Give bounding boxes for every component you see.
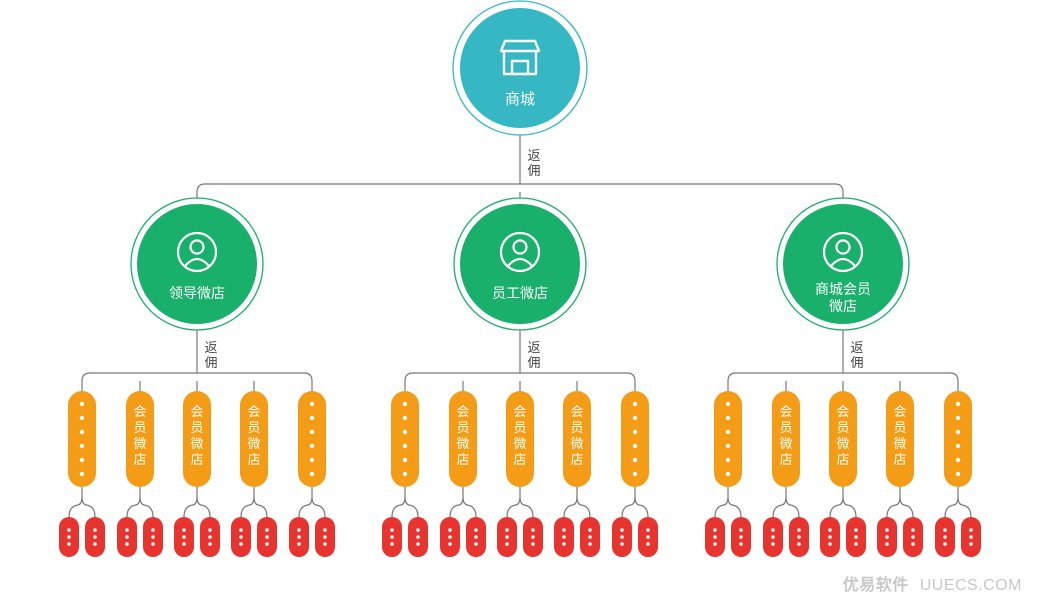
member-shop-label: 会员微店 <box>190 405 203 468</box>
ellipsis-dots <box>93 528 97 546</box>
member-shop-label: 会员微店 <box>779 405 792 468</box>
member-shop-label: 会员微店 <box>893 405 906 468</box>
leaf-branch <box>944 496 972 518</box>
ellipsis-dots <box>797 528 801 546</box>
ellipsis-dots <box>208 528 212 546</box>
ellipsis-dots <box>588 528 592 546</box>
ellipsis-dots <box>771 528 775 546</box>
ellipsis-dots <box>620 528 624 546</box>
ellipsis-dots <box>474 528 478 546</box>
ellipsis-dots <box>713 528 717 546</box>
member-shop-node <box>772 391 800 487</box>
ellipsis-dots <box>911 528 915 546</box>
leaf-branch <box>68 496 96 518</box>
ellipsis-dots <box>265 528 269 546</box>
ellipsis-dots <box>828 528 832 546</box>
ellipsis-dots <box>448 528 452 546</box>
ellipsis-dots <box>955 401 961 477</box>
ellipsis-dots <box>646 528 650 546</box>
store-icon <box>499 39 541 76</box>
member-shop-node <box>449 391 477 487</box>
member-shop-label: 会员微店 <box>513 405 526 468</box>
commission-label-root: 返佣 <box>527 149 540 179</box>
ellipsis-dots <box>151 528 155 546</box>
ellipsis-dots <box>854 528 858 546</box>
member-shop-node <box>68 391 96 487</box>
leaf-branch <box>506 496 534 518</box>
shop-node <box>783 204 903 324</box>
leaf-branch <box>563 496 591 518</box>
leaf-branch <box>886 496 914 518</box>
leaf-branch <box>772 496 800 518</box>
watermark-domain: UUECS.COM <box>919 577 1022 594</box>
root-label: 商城 <box>505 90 535 108</box>
member-shop-label: 会员微店 <box>247 405 260 468</box>
ellipsis-dots <box>739 528 743 546</box>
leaf-branch <box>829 496 857 518</box>
shop-label: 员工微店 <box>492 286 548 302</box>
ellipsis-dots <box>969 528 973 546</box>
leaf-branch <box>621 496 649 518</box>
shop-label: 商城会员微店 <box>815 282 871 315</box>
watermark: 优易软件 UUECS.COM <box>843 571 1022 595</box>
ellipsis-dots <box>632 401 638 477</box>
commission-label: 返佣 <box>204 341 217 371</box>
leaf-branch <box>391 496 419 518</box>
root-node <box>460 8 580 128</box>
member-shop-node <box>563 391 591 487</box>
user-icon <box>822 231 864 273</box>
user-icon <box>499 231 541 273</box>
ellipsis-dots <box>297 528 301 546</box>
member-shop-node <box>944 391 972 487</box>
shop-label: 领导微店 <box>169 286 225 302</box>
member-shop-node <box>126 391 154 487</box>
ellipsis-dots <box>323 528 327 546</box>
commission-label: 返佣 <box>850 341 863 371</box>
level2-branch <box>404 372 636 382</box>
ellipsis-dots <box>943 528 947 546</box>
ellipsis-dots <box>309 401 315 477</box>
leaf-branch <box>714 496 742 518</box>
member-shop-node <box>886 391 914 487</box>
commission-label: 返佣 <box>527 341 540 371</box>
ellipsis-dots <box>885 528 889 546</box>
ellipsis-dots <box>67 528 71 546</box>
member-shop-node <box>183 391 211 487</box>
level2-branch <box>727 372 959 382</box>
ellipsis-dots <box>725 401 731 477</box>
ellipsis-dots <box>505 528 509 546</box>
member-shop-node <box>506 391 534 487</box>
member-shop-node <box>240 391 268 487</box>
member-shop-node <box>621 391 649 487</box>
leaf-branch <box>298 496 326 518</box>
watermark-brand: 优易软件 <box>842 577 909 594</box>
member-shop-node <box>298 391 326 487</box>
leaf-branch <box>449 496 477 518</box>
member-shop-label: 会员微店 <box>456 405 469 468</box>
shop-node <box>137 204 257 324</box>
member-shop-label: 会员微店 <box>133 405 146 468</box>
member-shop-node <box>391 391 419 487</box>
ellipsis-dots <box>531 528 535 546</box>
ellipsis-dots <box>79 401 85 477</box>
ellipsis-dots <box>562 528 566 546</box>
ellipsis-dots <box>416 528 420 546</box>
leaf-branch <box>183 496 211 518</box>
level1-branch <box>196 183 844 193</box>
member-shop-label: 会员微店 <box>570 405 583 468</box>
ellipsis-dots <box>390 528 394 546</box>
level2-branch <box>81 372 313 382</box>
leaf-branch <box>126 496 154 518</box>
ellipsis-dots <box>402 401 408 477</box>
member-shop-node <box>829 391 857 487</box>
user-icon <box>176 231 218 273</box>
leaf-branch <box>240 496 268 518</box>
shop-node <box>460 204 580 324</box>
ellipsis-dots <box>125 528 129 546</box>
ellipsis-dots <box>182 528 186 546</box>
ellipsis-dots <box>239 528 243 546</box>
member-shop-label: 会员微店 <box>836 405 849 468</box>
member-shop-node <box>714 391 742 487</box>
